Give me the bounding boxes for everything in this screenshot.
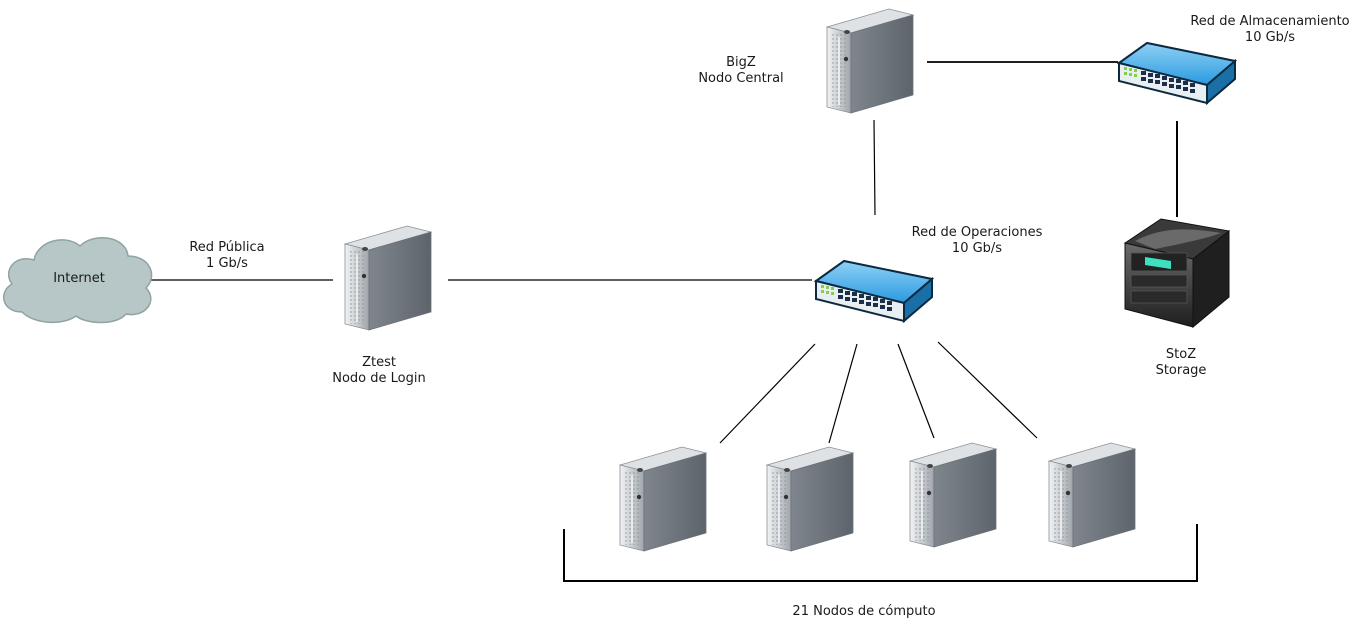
internet-label-text: Internet (53, 271, 105, 286)
compute-nodes-label: 21 Nodos de cómputo (774, 604, 954, 620)
ztest-label: Ztest Nodo de Login (318, 355, 440, 387)
compute-node-3-icon (909, 442, 997, 548)
ztest-server-icon (344, 225, 432, 331)
storage-network-label: Red de Almacenamiento 10 Gb/s (1190, 14, 1350, 46)
stoz-label: StoZ Storage (1140, 347, 1222, 379)
link-bigz-operations (873, 119, 876, 216)
link-operations-compute-3 (897, 343, 935, 439)
stoz-name: StoZ (1165, 347, 1197, 362)
bigz-label: BigZ Nodo Central (682, 55, 800, 87)
operations-network-name: Red de Operaciones (911, 225, 1043, 240)
public-network-name: Red Pública (189, 240, 265, 255)
compute-node-2-icon (766, 446, 854, 552)
ztest-name: Ztest (362, 355, 396, 370)
stoz-role: Storage (1155, 363, 1207, 378)
public-network-speed: 1 Gb/s (206, 256, 248, 271)
bigz-role: Nodo Central (698, 71, 784, 86)
bigz-server-icon (826, 8, 914, 114)
storage-network-name: Red de Almacenamiento (1190, 14, 1350, 29)
internet-label: Internet (40, 271, 118, 287)
compute-node-4-icon (1048, 442, 1136, 548)
storage-network-speed: 10 Gb/s (1244, 30, 1296, 45)
stoz-storage-icon (1123, 218, 1231, 329)
link-operations-compute-4 (937, 341, 1038, 439)
compute-node-1-icon (619, 446, 707, 552)
bigz-name: BigZ (726, 55, 756, 70)
compute-group-bracket (563, 524, 1198, 582)
storage-switch-icon (1118, 42, 1236, 104)
operations-network-speed: 10 Gb/s (951, 241, 1003, 256)
link-operations-compute-2 (828, 343, 858, 444)
connection-lines (150, 61, 1198, 582)
operations-network-label: Red de Operaciones 10 Gb/s (900, 225, 1054, 257)
internet-cloud-icon (2, 237, 153, 324)
ztest-role: Nodo de Login (332, 371, 426, 386)
compute-nodes-label-text: 21 Nodos de cómputo (792, 604, 936, 619)
public-network-label: Red Pública 1 Gb/s (172, 240, 282, 272)
operations-switch-icon (815, 260, 933, 322)
link-operations-compute-1 (719, 343, 816, 444)
